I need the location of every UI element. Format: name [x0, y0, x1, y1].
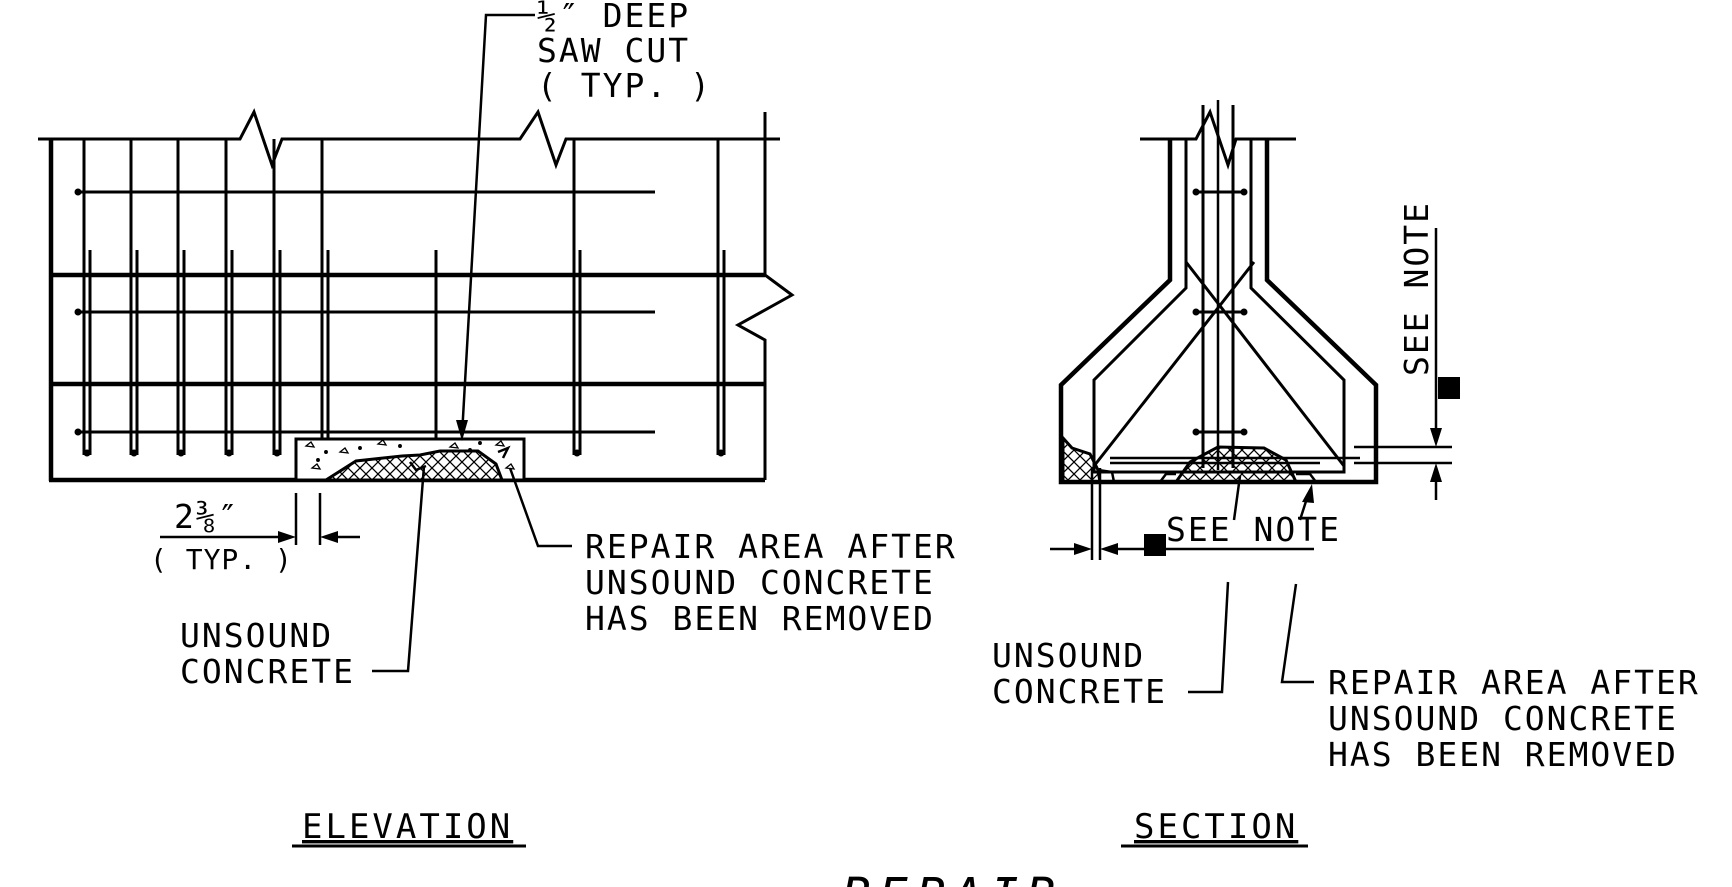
- elevation-short-stirrups: [88, 250, 726, 455]
- elevation-repair-label-line-3: HAS BEEN REMOVED: [585, 599, 935, 638]
- section-horizontal-dimension: [1050, 468, 1314, 560]
- dimension-typ: ( TYP. ): [150, 543, 293, 576]
- section-see-note-vertical: SEE NOTE: [1397, 201, 1436, 376]
- section-view: [1050, 100, 1460, 694]
- section-title: SECTION: [1134, 807, 1298, 847]
- saw-cut-note-line-3: ( TYP. ): [537, 66, 712, 105]
- elevation-view: [38, 13, 795, 673]
- dimension-value: 2⅜″: [174, 497, 240, 536]
- elevation-title: ELEVATION: [302, 807, 513, 847]
- section-repair-label-line-1: REPAIR AREA AFTER: [1328, 663, 1700, 702]
- section-center-unsound: [1173, 445, 1299, 484]
- elevation-repair-label-line-1: REPAIR AREA AFTER: [585, 527, 957, 566]
- section-repair-label-line-3: HAS BEEN REMOVED: [1328, 735, 1678, 774]
- elevation-repair-label-line-2: UNSOUND CONCRETE: [585, 563, 935, 602]
- elevation-repair-leader: [508, 467, 572, 548]
- elevation-unsound-leader: [372, 465, 426, 673]
- section-note-marker-horizontal: [1144, 534, 1166, 556]
- elevation-tall-stirrups: [82, 139, 720, 455]
- section-unsound-label-line-2: CONCRETE: [992, 672, 1167, 711]
- section-repair-leader: [1280, 583, 1314, 684]
- saw-cut-note-line-2: SAW CUT: [537, 31, 690, 70]
- elevation-unsound-label-line-2: CONCRETE: [180, 652, 355, 691]
- section-vertical-dimension: [1354, 228, 1460, 500]
- saw-cut-leader: [460, 13, 535, 436]
- elevation-unsound-label-line-1: UNSOUND: [180, 616, 333, 655]
- section-unsound-leader: [1188, 581, 1230, 694]
- elevation-top-break-line: [38, 108, 780, 170]
- saw-cut-note-line-1: ½″ DEEP: [537, 0, 690, 35]
- section-repair-label-line-2: UNSOUND CONCRETE: [1328, 699, 1678, 738]
- dimension-2-3-8: [160, 493, 360, 545]
- main-title: REPAIR: [842, 868, 1063, 887]
- section-note-marker-vertical: [1438, 377, 1460, 399]
- elevation-right-break-line: [734, 112, 795, 480]
- section-see-note-horizontal: SEE NOTE: [1166, 510, 1341, 549]
- section-unsound-label-line-1: UNSOUND: [992, 636, 1145, 675]
